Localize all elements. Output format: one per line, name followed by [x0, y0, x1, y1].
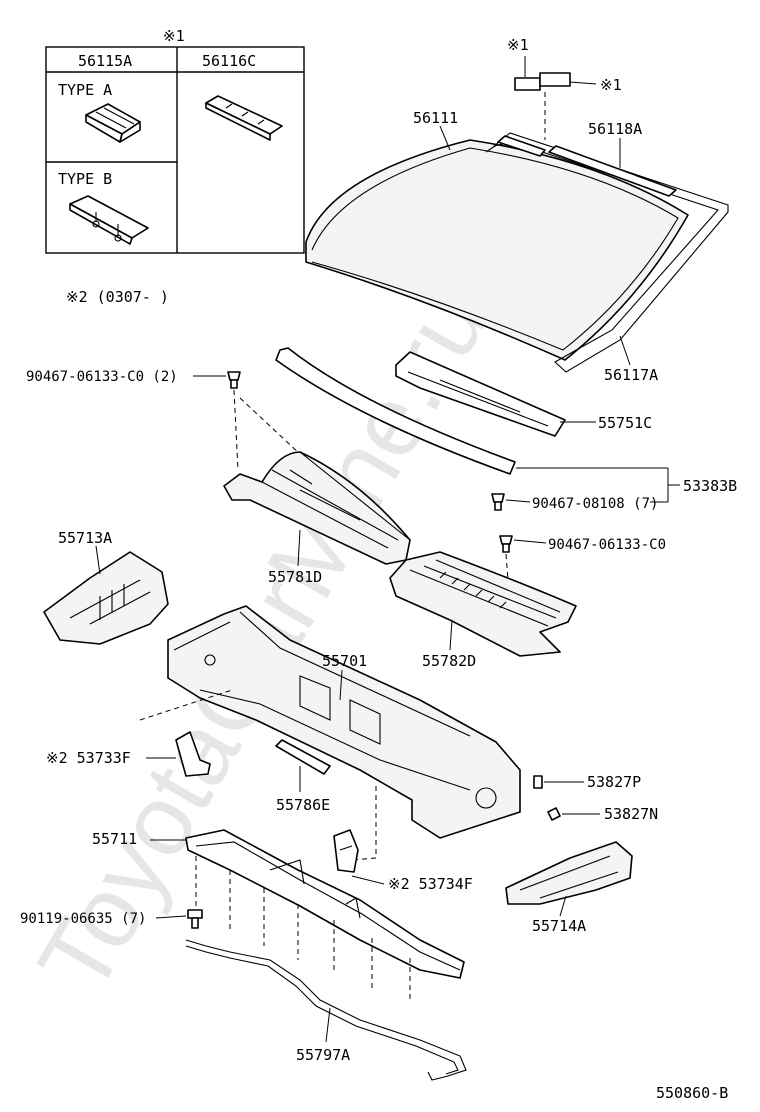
clip-53827n: 53827N	[547, 805, 658, 823]
label-90467-08108-7: 90467-08108 (7)	[532, 496, 658, 512]
label-55711: 55711	[92, 830, 137, 848]
label-55781d: 55781D	[268, 568, 322, 586]
windshield-glass: 56111	[305, 109, 689, 361]
group-53383b: 53383B	[516, 467, 737, 503]
cowl-panel-55782d: 55782D	[389, 551, 577, 670]
label-55714a: 55714A	[532, 917, 586, 935]
label-56117a: 56117A	[604, 366, 658, 384]
clip-90467-06133-c0: 90467-06133-C0	[499, 535, 666, 581]
hose-55797a: 55797A	[185, 939, 467, 1081]
cowl-panel-55701: 55701	[139, 605, 521, 861]
label-55797a: 55797A	[296, 1046, 350, 1064]
clip-type-b-drawing	[69, 195, 149, 245]
seal-55751c: 55751C	[395, 351, 652, 437]
frame-55711: 55711	[92, 829, 465, 1000]
legend-table: ※1 56115A 56116C TYPE A TYPE B	[45, 27, 305, 254]
label-90467-06133-c0-2: 90467-06133-C0 (2)	[26, 369, 178, 385]
bracket-53734f: ※2 53734F	[333, 829, 473, 893]
clip-type-a-drawing	[85, 103, 141, 143]
label-56111: 56111	[413, 109, 458, 127]
bracket-55713a: 55713A	[43, 529, 169, 645]
bolt-90119-06635-7: 90119-06635 (7)	[20, 909, 203, 929]
clip-53827p: 53827P	[533, 773, 641, 791]
moulding-56118a: 56118A	[497, 120, 677, 197]
label-55786e: 55786E	[276, 796, 330, 814]
legend-col1: 56115A	[78, 52, 132, 70]
label-55713a: 55713A	[58, 529, 112, 547]
label-53734f: ※2 53734F	[388, 875, 473, 893]
legend-type-b: TYPE B	[58, 170, 112, 188]
label-53827n: 53827N	[604, 805, 658, 823]
label-53827p: 53827P	[587, 773, 641, 791]
label-55782d: 55782D	[422, 652, 476, 670]
note-mark2: ※2 (0307- )	[66, 288, 169, 306]
seal-strip	[275, 347, 516, 475]
seal-55786e: 55786E	[275, 739, 331, 814]
bracket-53733f: ※2 53733F	[46, 731, 211, 777]
label-mark1-right: ※1	[600, 76, 622, 94]
label-53733f: ※2 53733F	[46, 749, 131, 767]
legend-type-a: TYPE A	[58, 81, 112, 99]
label-90119-06635-7: 90119-06635 (7)	[20, 911, 146, 927]
legend-col2: 56116C	[202, 52, 256, 70]
cowl-panel-55781d: 55781D	[223, 451, 411, 586]
diagram-code: 550860-B	[656, 1084, 728, 1102]
clips-mark1: ※1 ※1	[507, 36, 622, 140]
clip-90467-08108-7: 90467-08108 (7)	[491, 493, 658, 512]
label-mark1-top: ※1	[507, 36, 529, 54]
label-56118a: 56118A	[588, 120, 642, 138]
legend-header-mark: ※1	[163, 27, 185, 45]
clip-56116c-drawing	[205, 95, 283, 141]
label-53383b: 53383B	[683, 477, 737, 495]
label-55701: 55701	[322, 652, 367, 670]
bracket-55714a: 55714A	[505, 841, 633, 935]
label-55751c: 55751C	[598, 414, 652, 432]
label-90467-06133-c0: 90467-06133-C0	[548, 537, 666, 553]
